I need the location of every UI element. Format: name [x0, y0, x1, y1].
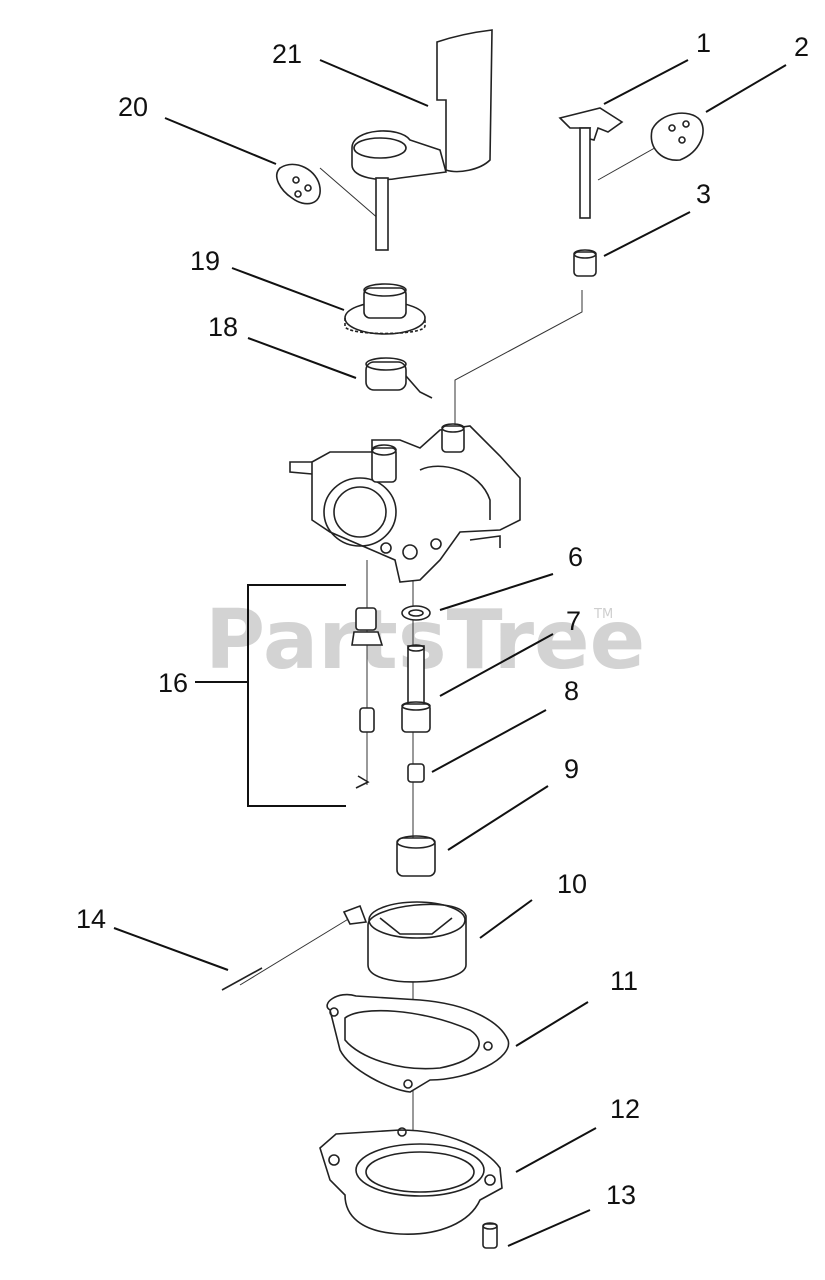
part-7-nozzle [401, 644, 431, 733]
part-20-plate [276, 163, 321, 205]
part-16-jet-assembly [195, 584, 384, 807]
axis-line-disc [597, 144, 661, 181]
callout-1: 1 [696, 28, 711, 58]
watermark-tm: TM [593, 607, 613, 622]
callout-18: 18 [208, 312, 238, 342]
part-9-float [396, 835, 436, 877]
leader-7 [439, 633, 554, 697]
callout-19: 19 [190, 246, 220, 276]
part-2-disc [650, 112, 704, 161]
leader-2 [705, 64, 787, 113]
axis-line-pin [239, 917, 351, 986]
leader-3 [603, 211, 691, 257]
leader-8 [431, 709, 547, 773]
callout-21: 21 [272, 39, 302, 69]
part-18-spring [365, 357, 433, 399]
leader-11 [515, 1001, 589, 1047]
leader-20 [164, 117, 277, 165]
callout-14: 14 [76, 904, 106, 934]
leader-14 [113, 927, 229, 971]
callout-20: 20 [118, 92, 148, 122]
part-13-screw [482, 1222, 498, 1249]
leader-12 [515, 1127, 597, 1173]
part-1-lever-shaft [558, 107, 624, 219]
callout-11: 11 [610, 966, 638, 996]
callout-13: 13 [606, 1180, 636, 1210]
part-12-float-bowl [319, 1127, 503, 1235]
leader-10 [479, 899, 533, 939]
axis-line-shaft [454, 290, 583, 425]
callout-9: 9 [564, 754, 579, 784]
leader-21 [319, 59, 429, 107]
callout-6: 6 [568, 542, 583, 572]
part-21-choke-housing [351, 29, 493, 251]
part-10-bowl-insert [342, 901, 467, 983]
axis-line-plate [319, 167, 381, 221]
callout-12: 12 [610, 1094, 640, 1124]
part-14-pin [221, 967, 263, 991]
part-3-bushing [573, 249, 597, 277]
leader-19 [231, 267, 345, 311]
leader-1 [603, 59, 689, 105]
leader-13 [507, 1209, 591, 1247]
callout-2: 2 [794, 32, 809, 62]
part-6-washer [401, 605, 431, 621]
callout-3: 3 [696, 179, 711, 209]
callout-8: 8 [564, 676, 579, 706]
callout-16: 16 [158, 668, 188, 698]
leader-18 [247, 337, 357, 379]
leader-9 [447, 785, 549, 851]
part-19-gear [344, 283, 426, 335]
callout-10: 10 [557, 869, 587, 899]
leader-6 [439, 573, 554, 611]
part-8-jet [407, 763, 425, 783]
part-11-gasket [326, 993, 510, 1093]
callout-7: 7 [566, 606, 581, 636]
bracket-16 [247, 584, 346, 807]
carburetor-body [289, 423, 521, 583]
